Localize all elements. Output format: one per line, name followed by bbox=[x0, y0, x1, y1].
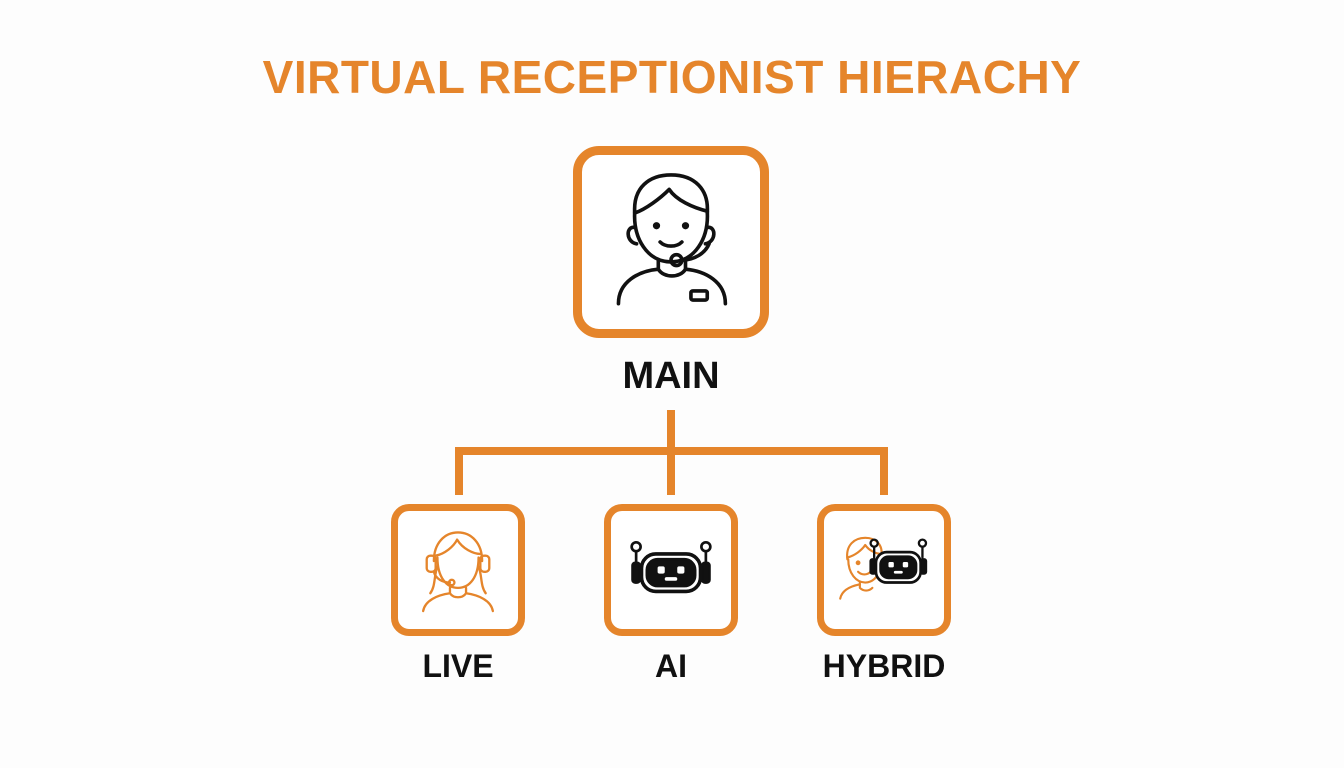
ai-label: AI bbox=[655, 648, 687, 684]
branch-connector bbox=[455, 447, 888, 495]
robot-icon bbox=[630, 540, 712, 594]
live-agent-headset-icon bbox=[421, 531, 495, 613]
live-label: LIVE bbox=[422, 648, 494, 684]
diagram-title: VIRTUAL RECEPTIONIST HIERACHY bbox=[262, 51, 1082, 103]
live-node[interactable] bbox=[391, 504, 525, 636]
human-robot-icon bbox=[839, 536, 928, 600]
main-label: MAIN bbox=[622, 355, 720, 397]
hybrid-node[interactable] bbox=[817, 504, 951, 636]
receptionist-headset-icon bbox=[616, 173, 728, 306]
hybrid-label: HYBRID bbox=[822, 648, 946, 684]
main-node[interactable] bbox=[573, 146, 769, 338]
ai-node[interactable] bbox=[604, 504, 738, 636]
